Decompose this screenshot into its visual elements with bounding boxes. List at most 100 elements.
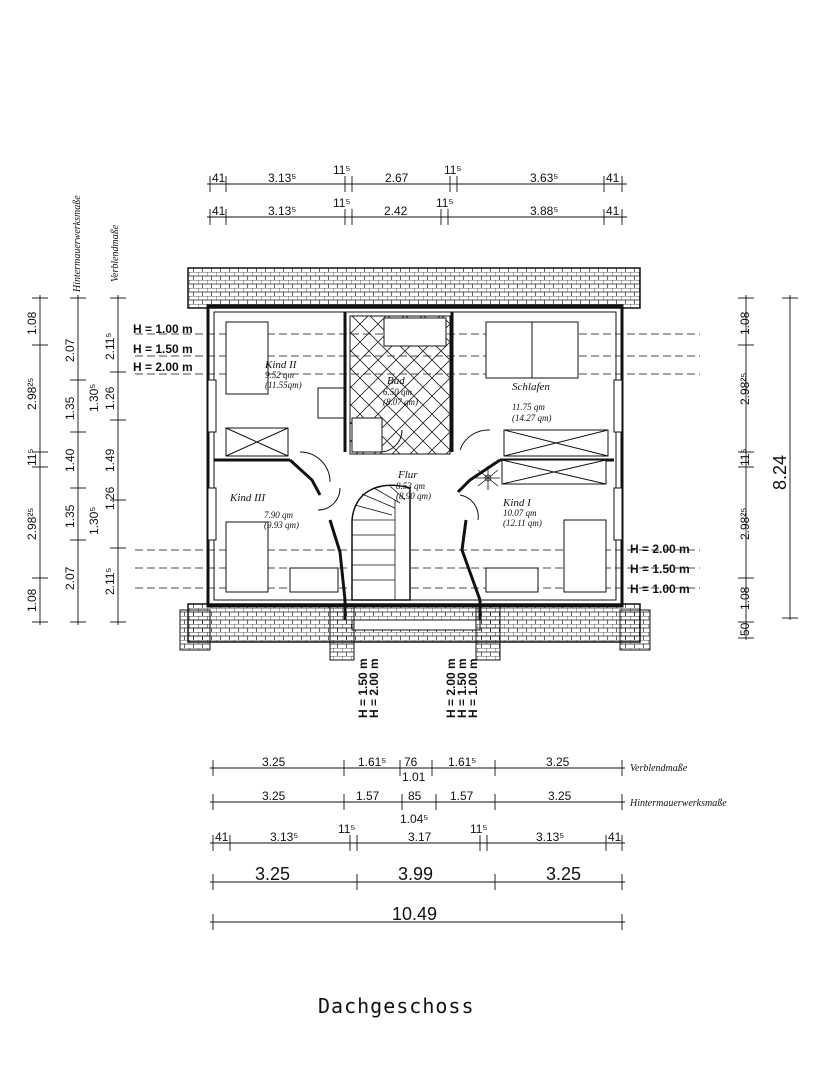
room-schlafen-gross: (14.27 qm) (512, 413, 552, 423)
outer-wall (206, 304, 624, 608)
bottom-dim-1-c: 76 (404, 755, 418, 769)
top-dim-1-c: 11⁵ (333, 163, 350, 177)
left-dim-1-c: 11⁵ (25, 449, 39, 466)
bottom-dimensions: 3.25 1.61⁵ 76 1.61⁵ 3.25 1.01 Verblendma… (210, 755, 727, 930)
left-dim-2-d: 1.35 (63, 504, 77, 528)
room-kind2-name: Kind II (264, 359, 298, 371)
right-dim-a: 1.08 (738, 311, 752, 335)
room-flur-gross: (8.90 qm) (396, 491, 431, 501)
bottom-dim-3-g: 41 (608, 830, 622, 844)
bottom-dim-3-b: 3.13⁵ (270, 830, 298, 844)
hintermauerwerk-label: Hintermauerwerksmaße (72, 195, 83, 293)
bed-kind2 (225, 321, 269, 395)
eave-corner-right (619, 609, 651, 651)
left-dim-3-b: 1.30⁵ (87, 384, 101, 412)
height-bottom-left-1: H = 1.50 m (356, 658, 370, 718)
room-kind3-name: Kind III (229, 492, 266, 504)
bottom-dim-4-c: 3.25 (546, 864, 581, 884)
bottom-dim-2-e: 3.25 (548, 789, 572, 803)
bottom-dim-3-e: 11⁵ (470, 822, 487, 836)
inner-wall (213, 311, 617, 601)
top-dim-1-a: 41 (212, 171, 226, 185)
room-kind3-gross: (9.93 qm) (264, 520, 299, 530)
desk-kind2 (317, 387, 345, 419)
plan-title: Dachgeschoss (318, 994, 475, 1018)
roof-eave-top (187, 267, 641, 309)
room-flur-area: 8.53 qm (396, 481, 426, 491)
top-dim-2-a: 41 (212, 204, 226, 218)
bottom-dim-total: 10.49 (392, 904, 437, 924)
bed-kind3 (225, 521, 269, 593)
room-bad-name: Bad (387, 375, 405, 387)
top-dimensions: 41 3.13⁵ 11⁵ 2.67 11⁵ 3.63⁵ 41 41 3.13⁵ … (207, 163, 627, 225)
bottom-dim-4-b: 3.99 (398, 864, 433, 884)
room-bad-gross: (8.07 qm) (383, 397, 418, 407)
dormer-right-top (613, 379, 623, 433)
top-dim-2-e: 11⁵ (436, 196, 453, 210)
height-right-3: H = 1.00 m (630, 582, 690, 596)
left-dim-1-a: 1.08 (25, 311, 39, 335)
top-dim-2-b: 3.13⁵ (268, 204, 296, 218)
top-dim-2-d: 2.42 (384, 204, 408, 218)
left-dim-1-b: 2.98²⁵ (25, 378, 39, 410)
room-kind3-area: 7.90 qm (264, 510, 294, 520)
bottom-dim-2-a: 3.25 (262, 789, 286, 803)
bottom-dim-1-center: 1.01 (402, 770, 426, 784)
left-dim-1-e: 1.08 (25, 588, 39, 612)
dormer-left-top (207, 379, 217, 433)
plant-icon (476, 466, 500, 490)
room-kind1-area: 10.07 qm (503, 508, 537, 518)
room-kind1-gross: (12.11 qm) (503, 518, 542, 528)
bed-kind1 (563, 519, 607, 593)
bottom-dim-4-a: 3.25 (255, 864, 290, 884)
right-dim-f: 50 (738, 622, 752, 636)
dormer-left-bottom (207, 487, 217, 541)
room-kind2-area: 9.52 qm (265, 370, 295, 380)
bottom-dim-2-center: 1.04⁵ (400, 812, 428, 826)
bottom-dim-1-d: 1.61⁵ (448, 755, 476, 769)
top-dim-1-g: 41 (606, 171, 620, 185)
eave-corner-left (179, 609, 211, 651)
building (135, 267, 700, 661)
height-bottom-right-2: H = 1.50 m (455, 658, 469, 718)
height-left-2: H = 1.50 m (133, 342, 193, 356)
height-right-1: H = 2.00 m (630, 542, 690, 556)
room-bad-area: 6.50 qm (383, 387, 413, 397)
dormer-roof-left (329, 605, 355, 661)
height-left-3: H = 2.00 m (133, 360, 193, 374)
left-dim-3-c: 1.26 (103, 386, 117, 410)
room-kind2-gross: (11.55qm) (265, 380, 302, 390)
room-flur-name: Flur (397, 469, 418, 481)
bottom-hinter-label: Hintermauerwerksmaße (629, 798, 727, 809)
dormer-right-bottom (613, 487, 623, 541)
staircase (351, 484, 411, 601)
left-dim-3-d: 1.49 (103, 448, 117, 472)
top-dim-1-b: 3.13⁵ (268, 171, 296, 185)
top-dim-1-e: 11⁵ (444, 163, 461, 177)
right-dim-c: 11⁵ (738, 449, 752, 466)
top-dim-2-c: 11⁵ (333, 196, 350, 210)
verblend-label: Verblendmaße (110, 224, 121, 282)
bottom-dim-1-a: 3.25 (262, 755, 286, 769)
right-dim-b: 2.98²⁵ (738, 373, 752, 405)
bottom-dim-3-f: 3.13⁵ (536, 830, 564, 844)
height-labels: H = 1.00 m H = 1.50 m H = 2.00 m H = 2.0… (133, 322, 690, 718)
room-labels: Kind II 9.52 qm (11.55qm) Bad 6.50 qm (8… (229, 359, 552, 530)
right-dim-total: 8.24 (770, 455, 790, 490)
left-dim-3-a: 2.11⁵ (103, 333, 117, 360)
desk-kind1 (485, 567, 539, 593)
top-dim-1-d: 2.67 (385, 171, 409, 185)
room-schlafen-area: 11.75 qm (512, 402, 545, 412)
bottom-dim-3-a: 41 (215, 830, 229, 844)
left-dim-3-g: 2.11⁵ (103, 568, 117, 595)
top-dim-2-f: 3.88⁵ (530, 204, 558, 218)
bottom-dim-2-b: 1.57 (356, 789, 380, 803)
bottom-dim-1-b: 1.61⁵ (358, 755, 386, 769)
left-dim-2-b: 1.35 (63, 396, 77, 420)
bottom-dim-2-c: 85 (408, 789, 422, 803)
height-bottom-right-1: H = 2.00 m (444, 658, 458, 718)
shower (351, 417, 383, 453)
dormer-roof-right (475, 605, 501, 661)
height-bottom-right-3: H = 1.00 m (466, 658, 480, 718)
